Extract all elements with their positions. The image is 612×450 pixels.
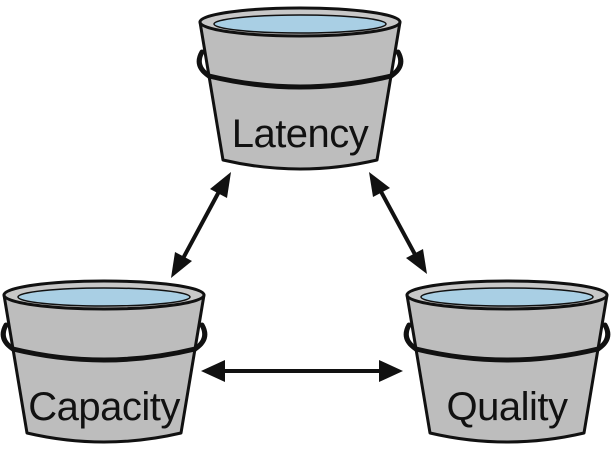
bucket-capacity-band — [0, 322, 208, 363]
arrow-latency-quality — [369, 172, 427, 274]
bucket-quality-band — [403, 322, 611, 363]
arrow-capacity-quality-head-start — [201, 360, 225, 382]
bucket-capacity-water — [17, 287, 191, 307]
arrow-latency-capacity — [171, 172, 231, 278]
bucket-capacity: Capacity — [0, 279, 208, 444]
bucket-latency-water — [213, 14, 387, 34]
bucket-quality-label: Quality — [447, 385, 568, 429]
bucket-capacity-body — [2, 293, 206, 444]
arrow-latency-capacity-head-start — [210, 172, 231, 198]
arrow-capacity-quality — [201, 360, 403, 382]
arrow-latency-quality-shaft — [376, 185, 420, 261]
bucket-quality: Quality — [403, 279, 611, 444]
arrow-latency-quality-head-start — [369, 172, 390, 197]
bucket-latency-band — [196, 49, 404, 90]
bucket-quality-body — [405, 293, 609, 444]
arrow-latency-capacity-head-end — [171, 252, 192, 278]
bucket-capacity-label: Capacity — [28, 385, 180, 429]
arrow-latency-quality-head-end — [406, 249, 427, 274]
bucket-latency-body — [198, 20, 402, 171]
bucket-latency: Latency — [196, 6, 404, 171]
arrow-latency-capacity-shaft — [178, 185, 224, 265]
bucket-latency-label: Latency — [232, 112, 369, 156]
arrow-capacity-quality-head-end — [379, 360, 403, 382]
bucket-quality-water — [420, 287, 594, 307]
